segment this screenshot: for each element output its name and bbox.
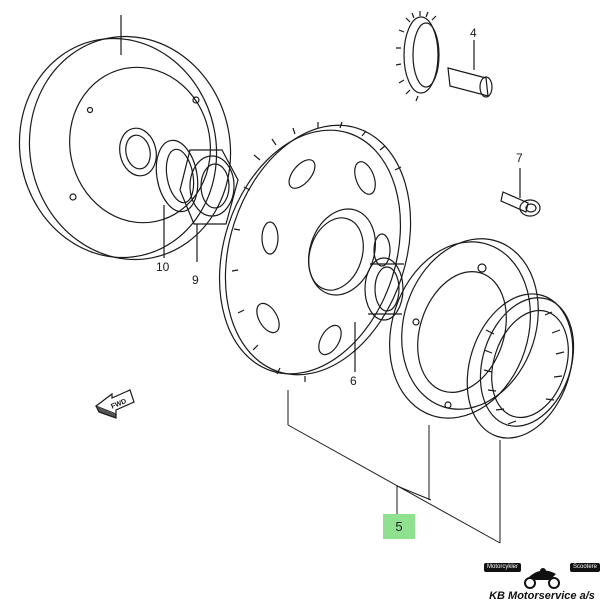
motorcycle-rider-icon	[524, 568, 560, 589]
part-label-4: 4	[470, 26, 477, 40]
needle-bearing-part-6	[354, 257, 404, 372]
idle-gear-part-4	[395, 11, 493, 102]
part-label-5-highlighted: 5	[395, 519, 403, 534]
part-label-9: 9	[192, 273, 199, 287]
clutch-housing	[389, 238, 539, 419]
part-label-7: 7	[516, 151, 523, 165]
fwd-arrow-icon: FWD	[94, 389, 135, 419]
part-label-10: 10	[156, 260, 170, 274]
kb-motorservice-logo: Motorcykler Scootere KB Motorservice a/s	[480, 562, 604, 606]
part-label-6: 6	[350, 374, 357, 388]
logo-company-name: KB Motorservice a/s	[489, 590, 595, 602]
starter-clutch-disc	[18, 15, 232, 261]
one-way-clutch	[466, 293, 575, 439]
logo-tag-left: Motorcykler	[484, 563, 522, 572]
highlight-box-fill	[383, 514, 415, 539]
assembly-bracket-lines	[287, 390, 501, 544]
logo-tag-right: Scootere	[569, 563, 600, 572]
washer-part-10	[155, 139, 199, 258]
bolt-part-7	[500, 168, 541, 217]
nut-part-9	[179, 149, 239, 262]
